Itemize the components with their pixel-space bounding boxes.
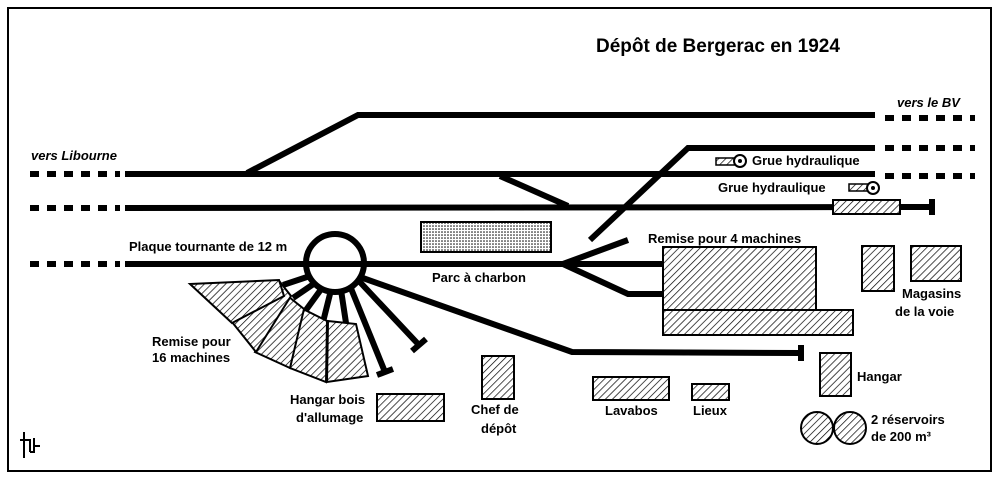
- remise-4-machines: [662, 246, 817, 311]
- remise-4-annex: [662, 309, 854, 336]
- parc-a-charbon: [420, 221, 552, 253]
- label-hangar: Hangar: [857, 369, 902, 384]
- track-radial-1-stop: [410, 336, 428, 354]
- label-remise-16-line2: 16 machines: [152, 350, 230, 365]
- label-lieux: Lieux: [693, 403, 728, 418]
- track-radial-7: [282, 273, 311, 288]
- track-radial-3: [338, 289, 349, 324]
- track-siding: [358, 274, 801, 356]
- magasin-2: [910, 245, 962, 282]
- track-radial-4: [320, 289, 334, 323]
- grue-base: [832, 199, 901, 215]
- label-remise-4: Remise pour 4 machines: [648, 231, 801, 246]
- track-radial-1: [355, 277, 422, 348]
- crane-2-symbol: [848, 181, 880, 195]
- label-hangar-bois-line1: Hangar bois: [290, 392, 365, 407]
- label-remise-16-line1: Remise pour: [152, 334, 231, 349]
- chef-de-depot: [481, 355, 515, 400]
- hangar-bois: [376, 393, 445, 422]
- track-main-3: [124, 204, 933, 211]
- track-radial-2: [347, 284, 388, 374]
- label-vers-libourne: vers Libourne: [31, 148, 117, 163]
- diagram-frame: [7, 7, 992, 472]
- label-grue-2: Grue hydraulique: [718, 180, 826, 195]
- label-parc-charbon: Parc à charbon: [432, 270, 526, 285]
- track-upper: [245, 112, 875, 176]
- track-remise-branch: [561, 237, 630, 267]
- logo-icon: [20, 432, 40, 458]
- label-plaque-tournante: Plaque tournante de 12 m: [129, 239, 287, 254]
- lavabos: [592, 376, 670, 401]
- track-remise-lower: [561, 261, 662, 297]
- label-lavabos: Lavabos: [605, 403, 658, 418]
- track-radial-5: [303, 286, 325, 312]
- lieux: [691, 383, 730, 401]
- crane-1-symbol: [715, 154, 747, 168]
- diagram-title: Dépôt de Bergerac en 1924: [596, 36, 840, 57]
- label-reservoirs-line2: de 200 m³: [871, 429, 932, 444]
- track-radial-6: [291, 280, 317, 301]
- magasin-1: [861, 245, 895, 292]
- reservoir-1: [800, 411, 834, 445]
- label-reservoirs-line1: 2 réservoirs: [871, 412, 945, 427]
- label-vers-bv: vers le BV: [897, 95, 961, 110]
- label-magasins-line1: Magasins: [902, 286, 961, 301]
- hangar: [819, 352, 852, 397]
- roundhouse-16: [187, 278, 370, 384]
- label-chef-depot-line2: dépôt: [481, 421, 517, 436]
- track-link-diagonal: [498, 173, 570, 209]
- track-radial-2-stop: [375, 366, 395, 378]
- reservoir-2: [833, 411, 867, 445]
- label-chef-depot-line1: Chef de: [471, 402, 519, 417]
- label-hangar-bois-line2: d'allumage: [296, 410, 363, 425]
- tracks: [30, 112, 975, 378]
- label-magasins-line2: de la voie: [895, 304, 954, 319]
- label-grue-1: Grue hydraulique: [752, 153, 860, 168]
